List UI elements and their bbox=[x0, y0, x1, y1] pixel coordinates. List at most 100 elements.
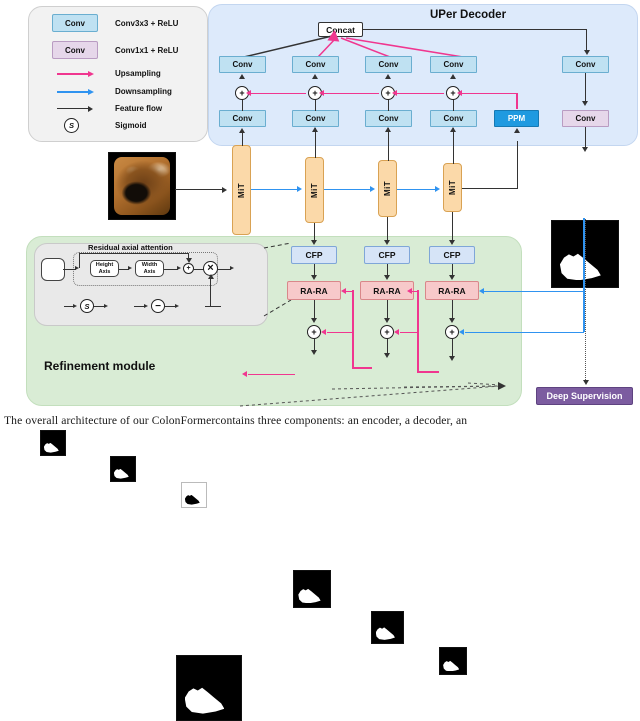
uper-col2-arrowhead-up bbox=[312, 74, 318, 79]
width-to-add-line bbox=[164, 268, 178, 270]
global-mask-to-rara3-arrowhead bbox=[479, 288, 484, 294]
legend-downsampling-arrow bbox=[57, 91, 89, 93]
height-to-width-arrowhead bbox=[128, 266, 132, 270]
mit4-up-arrowhead bbox=[450, 127, 456, 132]
uper-bottom-conv-4: Conv bbox=[430, 110, 477, 127]
refine-pink-merge-h-2 bbox=[400, 331, 418, 333]
uper-top-conv-1: Conv bbox=[219, 56, 266, 73]
uper-merge-1-symbol: + bbox=[239, 88, 245, 98]
final-prediction-mask bbox=[176, 655, 242, 721]
uper-col3-v-low bbox=[387, 100, 389, 111]
ppm-to-merge-v bbox=[516, 92, 518, 109]
mit4-to-cfp3-arrowhead bbox=[449, 240, 455, 245]
input-to-mit1-arrowhead bbox=[222, 186, 227, 193]
cfp3-to-rara3-arrowhead bbox=[449, 275, 455, 280]
uper-bottom-conv-2-label: Conv bbox=[305, 114, 326, 123]
right-conv-to-mask-arrowhead bbox=[582, 147, 588, 152]
raa-skip-left-v bbox=[79, 253, 81, 268]
raa-sigmoid-glyph: S bbox=[84, 301, 90, 311]
raa-callout-dashed bbox=[263, 242, 292, 317]
raa-mask-input bbox=[40, 430, 66, 456]
legend-conv3-swatch: Conv bbox=[52, 14, 98, 32]
legend-conv1-swatch: Conv bbox=[52, 41, 98, 59]
global-mask-blue-v bbox=[583, 218, 585, 332]
mit4-to-ppm-arrowhead bbox=[514, 128, 520, 133]
mit-block-1-label: MiT bbox=[236, 182, 246, 198]
raa-output-arrowhead bbox=[230, 266, 234, 270]
global-mask-to-deepsup-arrowhead bbox=[582, 380, 589, 385]
legend-feature-flow-arrowhead bbox=[88, 105, 93, 112]
refine-pink-merge-1-arrowhead bbox=[321, 329, 326, 335]
raa-skip-h bbox=[79, 253, 189, 255]
cfp-box-1-label: CFP bbox=[305, 250, 323, 260]
refine-pink-to-rara1-arrowhead bbox=[341, 288, 346, 294]
raa-to-minus-arrowhead bbox=[144, 303, 148, 308]
legend-feature-flow-arrow bbox=[57, 108, 89, 110]
raa-input-feature bbox=[41, 258, 65, 281]
raa-mask-to-sigmoid-arrowhead bbox=[73, 303, 77, 308]
refine-pink-merge-2-arrowhead bbox=[394, 329, 399, 335]
uper-col1-v-low bbox=[241, 100, 243, 111]
uper-merge-2: + bbox=[308, 86, 322, 100]
mit3-up-line bbox=[387, 128, 389, 161]
ppm-to-merge-h bbox=[462, 92, 517, 94]
uper-right-conv-bottom-label: Conv bbox=[575, 114, 596, 123]
legend-upsampling-arrowhead bbox=[88, 70, 94, 77]
uper-col2-v-low bbox=[314, 100, 316, 111]
concat-to-right-conv-v bbox=[586, 29, 588, 51]
refine-merge-2-symbol: + bbox=[384, 327, 390, 337]
uper-col4-arrowhead-up bbox=[450, 74, 456, 79]
refine-mask-1 bbox=[293, 570, 331, 608]
legend-label-conv3: Conv3x3 + ReLU bbox=[115, 19, 179, 28]
cfp-box-3: CFP bbox=[429, 246, 475, 264]
uper-col4-v-low bbox=[452, 100, 454, 111]
cfp3-to-rara3-line bbox=[451, 264, 453, 276]
raa-mask-to-sigmoid-line bbox=[64, 306, 74, 308]
raa-mask-sigmoided bbox=[110, 456, 136, 482]
raa-minus-out-line bbox=[165, 306, 176, 308]
refine-mask-3-region bbox=[443, 660, 460, 672]
concat-to-right-conv-arrowhead bbox=[583, 50, 590, 55]
mit2-up-line bbox=[314, 128, 316, 158]
rara3-to-merge-arrowhead bbox=[449, 318, 455, 323]
uper-col1-arrowhead-up bbox=[239, 74, 245, 79]
legend-sigmoid-icon: S bbox=[64, 118, 79, 133]
raa-to-minus-line bbox=[134, 306, 145, 308]
rara-box-2: RA-RA bbox=[360, 281, 414, 300]
mit3-to-mit4-arrowhead bbox=[435, 186, 440, 192]
uper-right-conv-connector bbox=[584, 73, 586, 102]
mit4-to-ppm-v bbox=[516, 141, 518, 189]
rara1-to-merge-line bbox=[313, 300, 315, 320]
rara3-to-merge-line bbox=[451, 300, 453, 320]
uper-merge-3-symbol: + bbox=[385, 88, 391, 98]
legend-upsampling-arrow bbox=[57, 73, 89, 75]
legend-conv1-swatch-label: Conv bbox=[65, 45, 85, 55]
uper-lateral-pink-3-arrowhead bbox=[392, 90, 397, 96]
mit4-to-ppm-h bbox=[462, 188, 518, 190]
refine-mask-3 bbox=[439, 647, 467, 675]
legend-label-downsampling: Downsampling bbox=[115, 87, 172, 96]
rara2-to-merge-line bbox=[386, 300, 388, 320]
cfp1-to-rara1-line bbox=[313, 264, 315, 276]
refine-pink-merge-h-1 bbox=[327, 331, 353, 333]
mit2-to-cfp1-arrowhead bbox=[311, 240, 317, 245]
raa-skip-arrowhead bbox=[186, 258, 192, 263]
mit-block-2: MiT bbox=[305, 157, 324, 223]
deep-supervision-dashed-links bbox=[239, 382, 506, 407]
merge1-to-mask-line bbox=[313, 339, 315, 353]
global-mask-to-rara3-h bbox=[484, 290, 584, 292]
uper-bottom-conv-4-label: Conv bbox=[443, 114, 464, 123]
mit2-to-mit3-line bbox=[324, 188, 371, 190]
rara1-to-merge-arrowhead bbox=[311, 318, 317, 323]
refine-merge-1-symbol: + bbox=[311, 327, 317, 337]
uper-bottom-conv-1: Conv bbox=[219, 110, 266, 127]
mit2-up-arrowhead bbox=[312, 127, 318, 132]
cfp-box-2: CFP bbox=[364, 246, 410, 264]
cfp2-to-rara2-arrowhead bbox=[384, 275, 390, 280]
refinement-module-title: Refinement module bbox=[44, 359, 156, 373]
cfp-box-3-label: CFP bbox=[443, 250, 461, 260]
mit3-to-cfp2-line bbox=[386, 217, 388, 241]
deep-supervision-label: Deep Supervision bbox=[546, 391, 623, 401]
uper-lateral-pink-1-arrowhead bbox=[246, 90, 251, 96]
ppm-box: PPM bbox=[494, 110, 539, 127]
